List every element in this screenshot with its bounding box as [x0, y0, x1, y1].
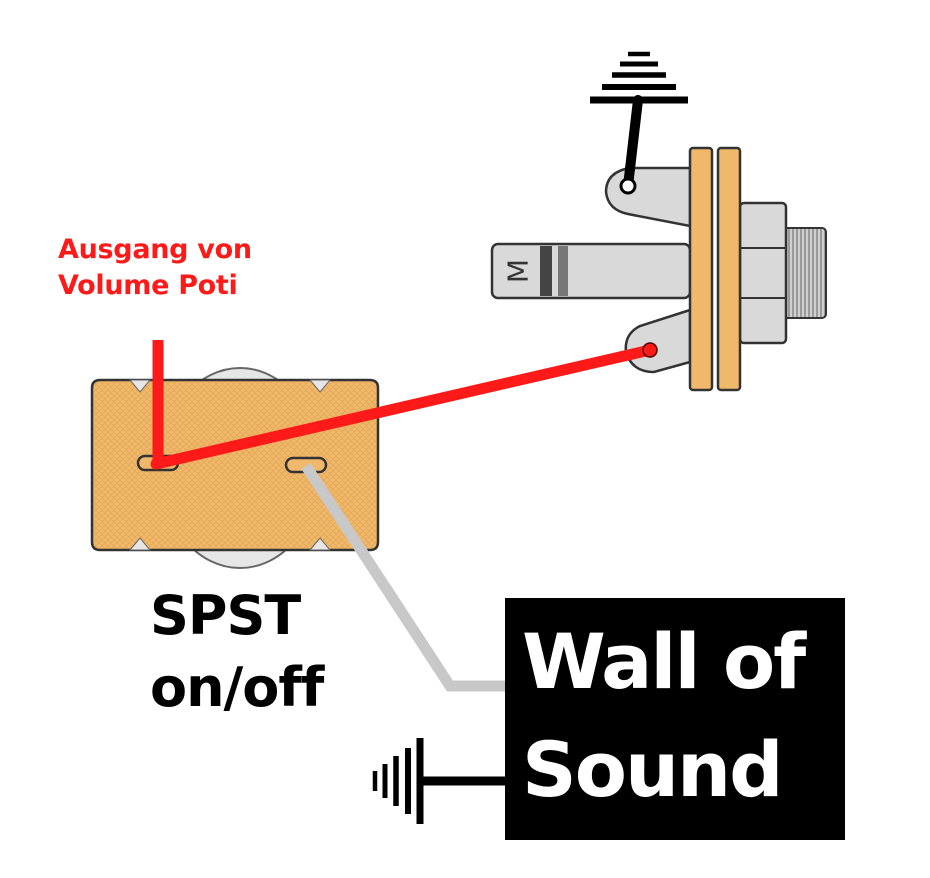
- input-label: Ausgang von Volume Poti: [58, 232, 252, 304]
- jack-nut: [738, 201, 788, 345]
- switch-to-box-wire: [301, 462, 505, 692]
- jack-marking: M: [502, 259, 535, 283]
- input-label-line-2: Volume Poti: [58, 270, 238, 301]
- switch-label-line-1: SPST: [150, 584, 301, 647]
- jack-washer-1: [688, 146, 714, 392]
- input-label-line-1: Ausgang von: [58, 234, 252, 265]
- box-label-line-1: Wall of: [522, 617, 806, 706]
- ground-symbol-icon: [372, 738, 424, 824]
- ground-symbol-icon: [590, 51, 688, 104]
- wall-of-sound-label: Wall of Sound: [522, 608, 806, 824]
- switch-body: [90, 378, 380, 552]
- output-jack: M: [490, 146, 827, 392]
- jack-ground-lug: [604, 166, 692, 228]
- spst-switch: [90, 367, 380, 569]
- jack-ground-wire: [623, 95, 643, 191]
- switch-label: SPST on/off: [150, 580, 324, 724]
- jack-washer-2: [716, 146, 742, 392]
- wall-of-sound-box: [505, 598, 845, 840]
- box-label-line-2: Sound: [522, 725, 784, 814]
- signal-wire: [150, 340, 658, 470]
- jack-tip-lug: [624, 308, 692, 374]
- switch-label-line-2: on/off: [150, 656, 324, 719]
